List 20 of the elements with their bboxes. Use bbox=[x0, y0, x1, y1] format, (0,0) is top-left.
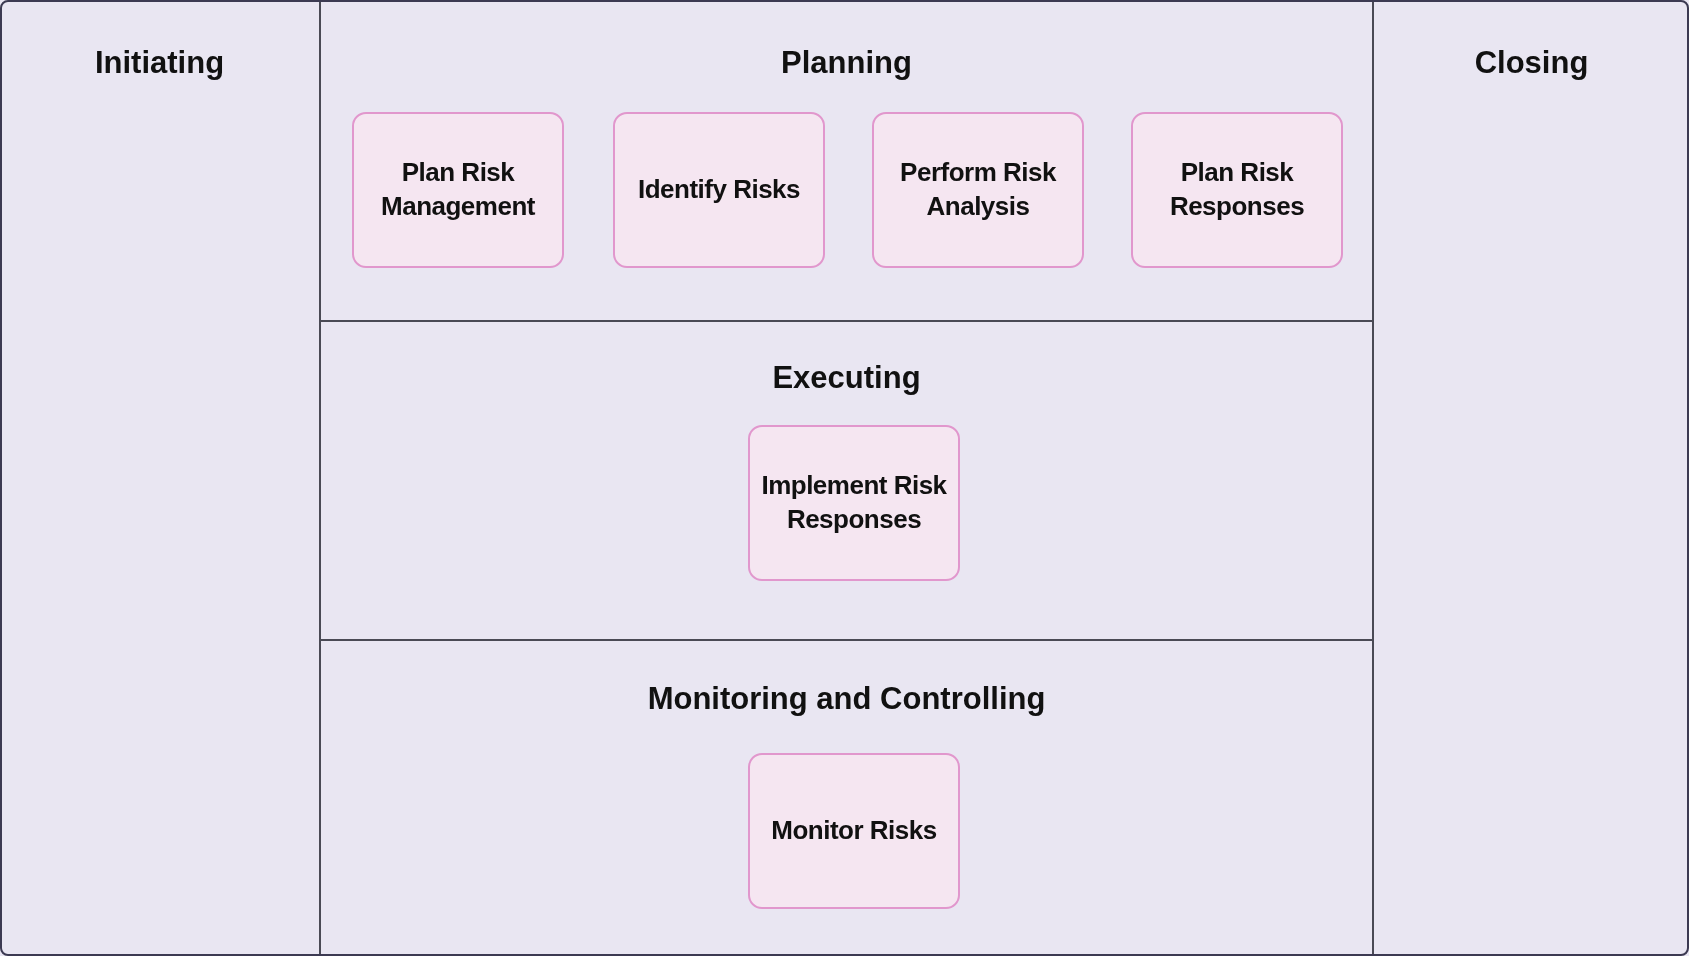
phase-heading: Initiating bbox=[93, 45, 226, 81]
phase-band bbox=[319, 320, 1374, 639]
process-label: Monitor Risks bbox=[771, 814, 937, 848]
process-box bbox=[613, 112, 825, 268]
phase-heading: Closing bbox=[1473, 45, 1590, 81]
process-label: Implement Risk Responses bbox=[760, 469, 948, 536]
phase-heading: Executing bbox=[771, 360, 922, 396]
phase-band bbox=[319, 0, 1374, 320]
process-label: Identify Risks bbox=[637, 173, 801, 207]
process-box bbox=[1131, 112, 1343, 268]
process-label: Plan Risk Management bbox=[380, 156, 536, 223]
phase-band bbox=[319, 639, 1374, 956]
phase-heading: Planning bbox=[780, 45, 913, 81]
process-box bbox=[748, 753, 960, 909]
phase-heading: Monitoring and Controlling bbox=[646, 681, 1047, 717]
process-label: Plan Risk Responses bbox=[1168, 156, 1306, 223]
process-box bbox=[872, 112, 1084, 268]
process-label: Perform Risk Analysis bbox=[899, 156, 1058, 223]
process-box bbox=[352, 112, 564, 268]
process-box bbox=[748, 425, 960, 581]
